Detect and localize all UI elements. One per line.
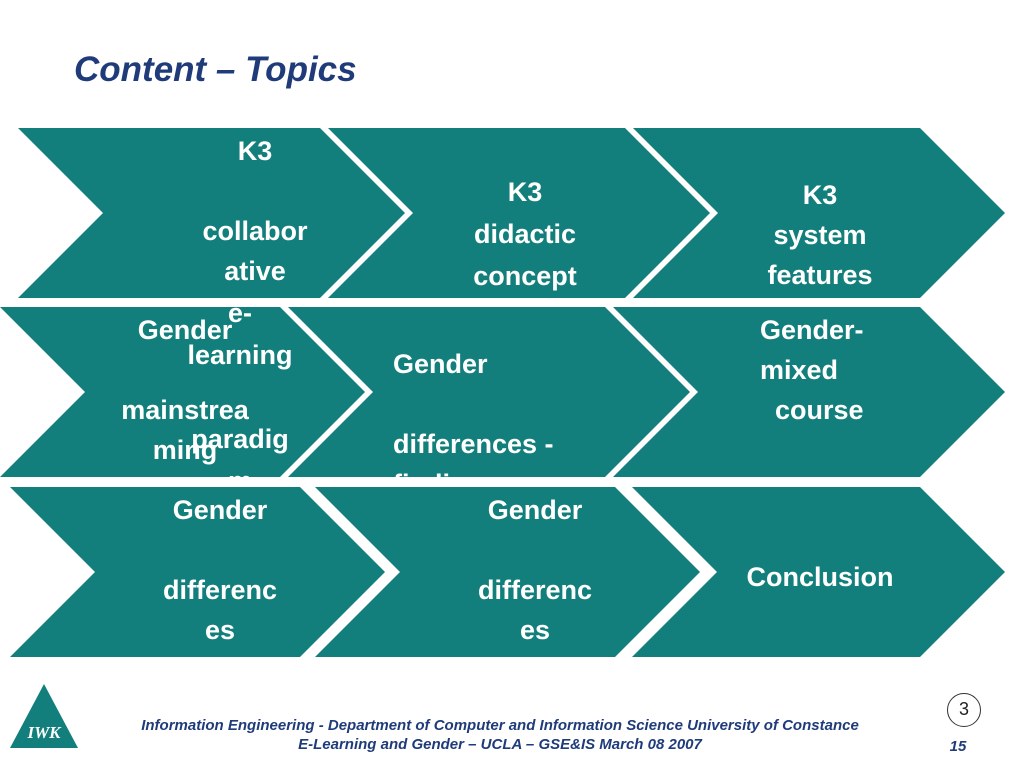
- triangle-logo-icon: IWK: [10, 684, 78, 748]
- chevron-label-gender-differences-findings: Gender differences - findings: [393, 349, 554, 477]
- chevron-r3-c3: [632, 487, 1005, 657]
- chevron-label-k3-collaborative: K3 collabor ative: [202, 136, 308, 286]
- chevron-r2-c1: [0, 307, 365, 477]
- chevron-r3-c1: [10, 487, 385, 657]
- chevron-label-conclusion: Conclusion: [746, 562, 894, 592]
- page-number: 15: [949, 738, 967, 755]
- chevron-r2-c2-text-area: Gender differences - findings: [288, 307, 618, 477]
- chevron-label-k3-didactic: K3 didactic concept: [473, 177, 577, 291]
- chevron-r2-c2: [288, 307, 690, 477]
- chevron-r2-c1-text-area: Gender mainstrea ming e- learning paradi…: [0, 307, 370, 477]
- chevron-diagram: [0, 128, 1005, 657]
- footer-line-2: E-Learning and Gender – UCLA – GSE&IS Ma…: [298, 736, 702, 753]
- chevron-label-gender-mainstreaming: Gender mainstrea ming: [121, 315, 249, 465]
- chevron-r1-c3: [633, 128, 1005, 298]
- chevron-label-gender-mixed-course: Gender- mixed course: [760, 315, 864, 425]
- chevron-label-k3-system: K3 system features: [767, 180, 873, 290]
- chevron-label-elearning-paradigm: e- learning paradig m: [187, 307, 293, 477]
- logo-text: IWK: [26, 723, 62, 742]
- circled-number-badge: 3: [947, 693, 981, 727]
- chevron-r1-c2: [328, 128, 710, 298]
- chevron-r3-c2: [315, 487, 700, 657]
- slide-title: Content – Topics: [74, 50, 357, 89]
- chevron-r2-c3: [613, 307, 1005, 477]
- chevron-r1-c1: [18, 128, 405, 298]
- chevron-label-gender-differences-2: Gender differenc es: [477, 495, 593, 645]
- chevron-label-gender-differences-1: Gender differenc es: [162, 495, 278, 645]
- footer-line-1: Information Engineering - Department of …: [141, 717, 859, 734]
